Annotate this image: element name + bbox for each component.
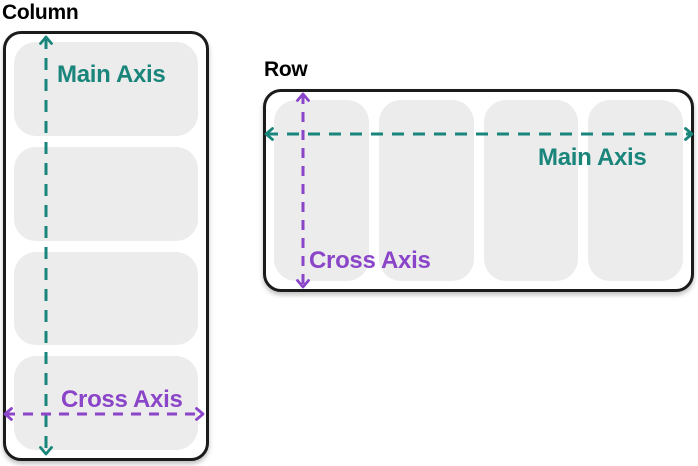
flex-item <box>14 251 198 346</box>
row-cross-axis-label: Cross Axis <box>309 247 431 274</box>
row-section-title: Row <box>264 58 308 81</box>
flex-item <box>588 100 683 281</box>
flex-item <box>483 100 579 281</box>
column-main-axis-label: Main Axis <box>57 61 166 88</box>
row-main-axis-label: Main Axis <box>538 144 647 171</box>
column-cross-axis-label: Cross Axis <box>61 386 183 413</box>
flex-item <box>14 146 198 241</box>
column-section-title: Column <box>2 1 79 24</box>
